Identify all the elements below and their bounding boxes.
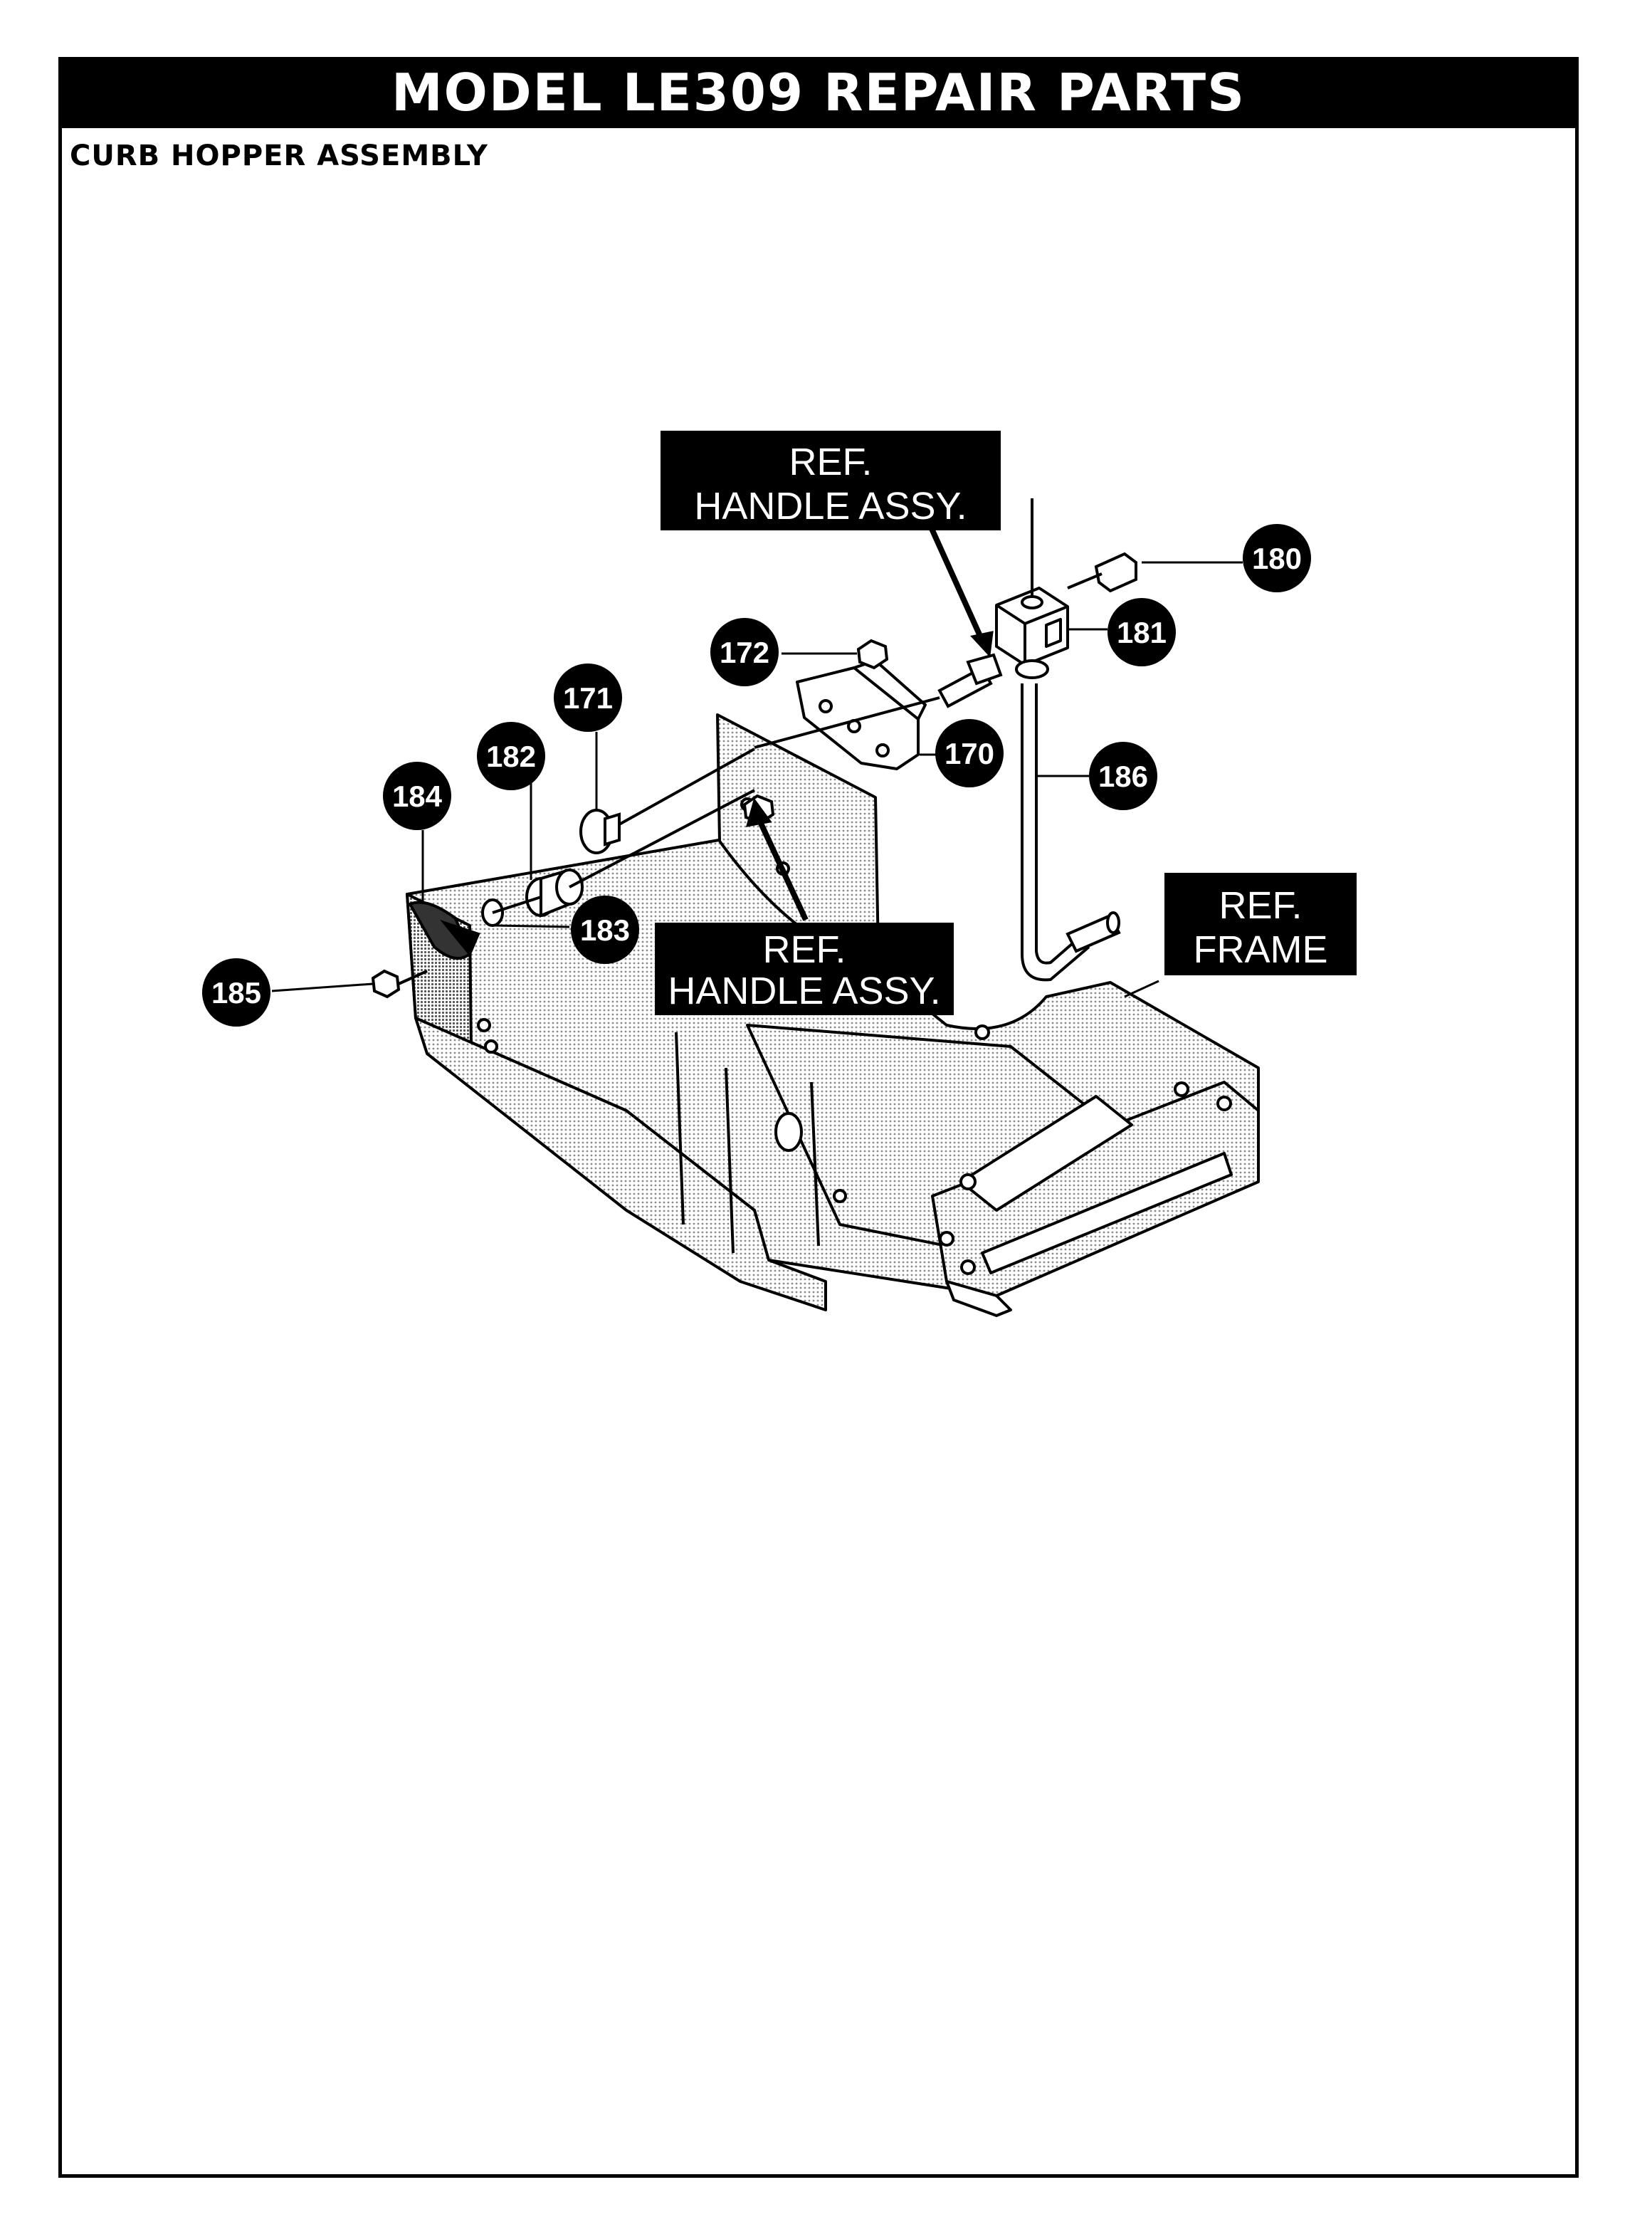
rod-186 <box>1015 659 1121 982</box>
washer-183 <box>481 896 542 927</box>
svg-text:183: 183 <box>580 913 630 947</box>
handle-bracket <box>796 659 927 770</box>
ref-frame-line1: REF. <box>1219 884 1302 927</box>
screw-180 <box>1067 552 1137 593</box>
svg-text:180: 180 <box>1252 542 1302 575</box>
svg-text:186: 186 <box>1098 760 1148 793</box>
section-title: CURB HOPPER ASSEMBLY <box>70 140 488 172</box>
page-title: MODEL LE309 REPAIR PARTS <box>58 57 1579 128</box>
callout-183: 183 <box>571 896 639 964</box>
ref-handle-top-line2: HANDLE ASSY. <box>694 485 967 528</box>
callout-180: 180 <box>1243 524 1311 592</box>
ref-handle-assy-top: REF. HANDLE ASSY. <box>661 431 1001 530</box>
callout-186: 186 <box>1089 742 1157 810</box>
spacer-182 <box>525 789 755 918</box>
ref-handle-assy-mid: REF. HANDLE ASSY. <box>655 923 954 1015</box>
callout-182: 182 <box>477 722 545 790</box>
svg-text:181: 181 <box>1117 616 1167 649</box>
block-181 <box>995 498 1069 666</box>
svg-text:184: 184 <box>392 780 443 813</box>
ref-handle-top-line1: REF. <box>789 441 872 483</box>
callout-172: 172 <box>710 618 779 686</box>
ref-handle-mid-line1: REF. <box>762 928 846 971</box>
ref-frame-line2: FRAME <box>1194 928 1328 971</box>
nut-172 <box>856 639 889 670</box>
ref-handle-mid-line2: HANDLE ASSY. <box>668 970 940 1012</box>
svg-text:170: 170 <box>945 737 994 770</box>
ref-frame: REF. FRAME <box>1164 873 1357 975</box>
callout-170: 170 <box>935 719 1004 787</box>
callout-184: 184 <box>383 762 451 830</box>
svg-text:185: 185 <box>211 976 261 1010</box>
svg-text:182: 182 <box>486 740 536 773</box>
bracket-bolt <box>754 653 1003 749</box>
svg-text:171: 171 <box>563 681 613 715</box>
nut-185 <box>371 969 428 999</box>
ref-arrows <box>745 523 994 921</box>
svg-text:172: 172 <box>720 636 769 669</box>
callout-185: 185 <box>202 958 270 1027</box>
leader-lines <box>271 561 1243 998</box>
callout-181: 181 <box>1108 598 1176 666</box>
callout-171: 171 <box>554 664 622 732</box>
